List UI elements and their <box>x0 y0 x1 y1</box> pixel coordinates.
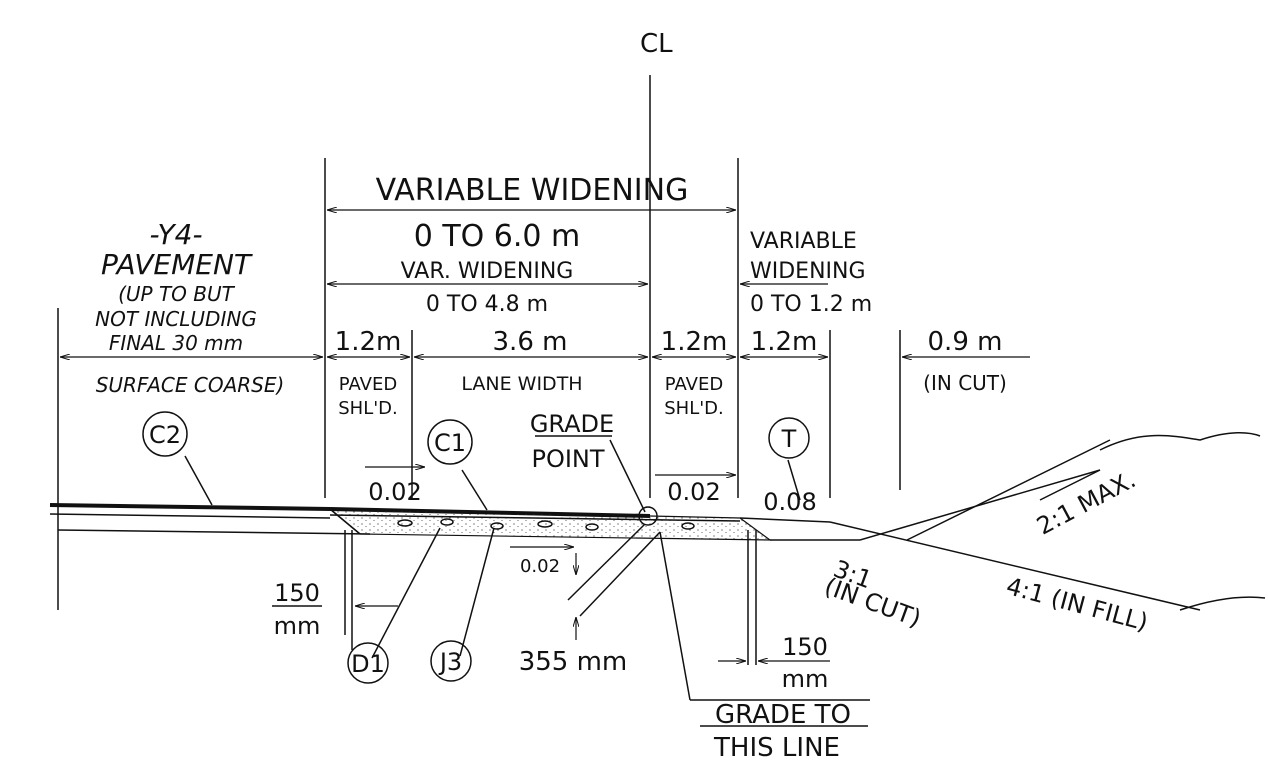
var-widening-range: 0 TO 6.0 m <box>414 219 581 254</box>
centerline: CL <box>640 29 673 160</box>
paved-shoulder-left-line1: PAVED <box>339 374 397 395</box>
slope-002-lane: 0.02 <box>368 478 421 506</box>
surface-coarse-label: SURFACE COARSE) <box>96 373 285 397</box>
in-cut-label: (IN CUT) <box>923 371 1007 395</box>
grade-to-label: GRADE TO <box>715 700 851 730</box>
callout-c1-circle <box>427 419 473 465</box>
dim-1-2m-right: 1.2m <box>751 327 818 357</box>
right-var-widening-line1: VARIABLE <box>750 229 857 254</box>
slope-4-1-in-fill: 4:1 (IN FILL) <box>1003 572 1151 637</box>
this-line-label: THIS LINE <box>713 733 840 762</box>
callout-t: T <box>781 425 797 453</box>
not-including-label: NOT INCLUDING <box>95 307 257 331</box>
paved-shoulder-right-line2: SHL'D. <box>664 398 724 419</box>
var-widening-short-range: 0 TO 4.8 m <box>426 292 548 317</box>
centerline-symbol: CL <box>640 29 673 59</box>
pavement-section <box>49 432 1266 617</box>
slope-002-shoulder: 0.02 <box>667 478 720 506</box>
callout-c2: C2 <box>149 421 181 449</box>
dim-3-6m: 3.6 m <box>493 327 568 357</box>
right-var-widening-line2: WIDENING <box>750 259 866 284</box>
slope-002-base: 0.02 <box>520 556 560 577</box>
dim-1-2m-mid: 1.2m <box>661 327 728 357</box>
leader-lines <box>184 435 1111 701</box>
callout-d1: D1 <box>351 650 385 678</box>
slope-008: 0.08 <box>763 488 816 516</box>
callout-d1-circle <box>347 642 389 684</box>
paved-shoulder-right-line1: PAVED <box>665 374 723 395</box>
slope-arrows <box>365 467 736 640</box>
callouts: C2 C1 T D1 J3 <box>142 411 810 684</box>
mm-right: mm <box>782 665 829 693</box>
dim-150-right: 150 <box>782 633 828 661</box>
lane-width-label: LANE WIDTH <box>461 373 582 395</box>
mm-left: mm <box>274 612 321 640</box>
dimension-lines <box>60 210 1030 661</box>
dim-0-9m: 0.9 m <box>928 327 1003 357</box>
var-widening-short-label: VAR. WIDENING <box>401 259 574 284</box>
callout-c1: C1 <box>434 429 466 457</box>
dim-150-left: 150 <box>274 579 320 607</box>
callout-c2-circle <box>142 411 188 457</box>
callout-t-circle <box>768 417 810 459</box>
paved-shoulder-left-line2: SHL'D. <box>338 398 398 419</box>
point-label: POINT <box>531 445 604 473</box>
callout-j3-circle <box>430 640 472 682</box>
var-widening-label: VARIABLE WIDENING <box>376 173 689 208</box>
final-30mm-label: FINAL 30 mm <box>109 331 243 355</box>
right-var-widening-range: 0 TO 1.2 m <box>750 292 872 317</box>
dim-1-2m-left: 1.2m <box>335 327 402 357</box>
y4-label: -Y4- <box>149 218 202 251</box>
extension-lines <box>57 158 901 665</box>
dim-355mm: 355 mm <box>519 647 628 677</box>
pavement-label: PAVEMENT <box>101 248 253 281</box>
grade-label: GRADE <box>530 410 614 438</box>
callout-j3: J3 <box>438 648 462 676</box>
up-to-but-label: (UP TO BUT <box>118 282 236 306</box>
slope-3-1-in-cut: (IN CUT) <box>821 572 925 633</box>
